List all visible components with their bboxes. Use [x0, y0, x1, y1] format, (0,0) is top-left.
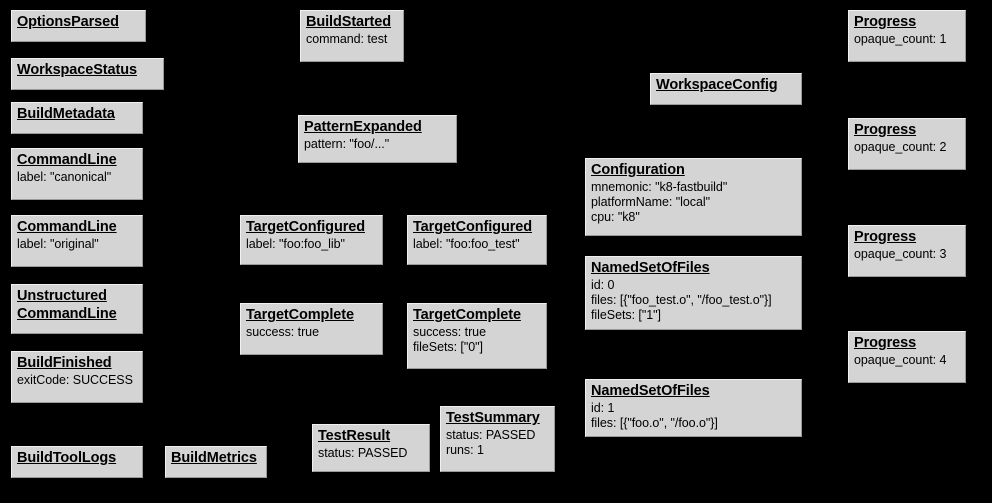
node-field: runs: 1: [446, 442, 484, 457]
node-title: WorkspaceConfig: [656, 77, 778, 93]
node-title: Progress: [854, 335, 917, 351]
node-field: status: PASSED: [446, 427, 536, 442]
node-title: BuildFinished: [17, 355, 112, 371]
node-field: fileSets: ["0"]: [413, 339, 483, 354]
node-field: pattern: "foo/...": [304, 136, 390, 151]
node-title: BuildStarted: [306, 14, 392, 30]
node-title: TestSummary: [446, 410, 540, 426]
node-title: Progress: [854, 14, 917, 30]
node-title: TargetConfigured: [246, 219, 365, 235]
node-field: opaque_count: 4: [854, 352, 947, 367]
node-unstructured-command-line[interactable]: Unstructured CommandLine: [11, 284, 143, 334]
node-field: label: "original": [17, 236, 99, 251]
node-field: command: test: [306, 31, 388, 46]
node-field: platformName: "local": [591, 194, 710, 209]
node-field: cpu: "k8": [591, 210, 640, 225]
node-field: label: "canonical": [17, 169, 112, 184]
node-field: exitCode: SUCCESS: [17, 372, 133, 387]
node-title: Configuration: [591, 162, 685, 178]
node-build-metadata[interactable]: BuildMetadata: [11, 102, 143, 134]
node-title: BuildMetrics: [171, 450, 257, 466]
node-title: OptionsParsed: [17, 14, 119, 30]
node-title: CommandLine: [17, 219, 117, 235]
node-title: PatternExpanded: [304, 119, 422, 135]
node-field: label: "foo:foo_test": [413, 236, 520, 251]
node-title: BuildToolLogs: [17, 450, 117, 466]
node-field: opaque_count: 1: [854, 31, 947, 46]
node-workspace-status[interactable]: WorkspaceStatus: [11, 58, 164, 90]
node-title: CommandLine: [17, 152, 117, 168]
node-title: TargetComplete: [246, 307, 354, 323]
node-title: NamedSetOfFiles: [591, 383, 710, 399]
node-field: status: PASSED: [318, 445, 408, 460]
node-title: TargetComplete: [413, 307, 521, 323]
node-title: TestResult: [318, 428, 391, 444]
node-field: label: "foo:foo_lib": [246, 236, 345, 251]
node-build-tool-logs[interactable]: BuildToolLogs: [11, 446, 143, 478]
node-field: files: [{"foo_test.o", "/foo_test.o"}]: [591, 292, 772, 307]
node-field: opaque_count: 2: [854, 139, 947, 154]
node-field: opaque_count: 3: [854, 246, 947, 261]
node-field: id: 1: [591, 400, 615, 415]
node-title: TargetConfigured: [413, 219, 532, 235]
node-field: id: 0: [591, 277, 615, 292]
node-options-parsed[interactable]: OptionsParsed: [11, 10, 146, 42]
node-title: NamedSetOfFiles: [591, 260, 710, 276]
node-title: WorkspaceStatus: [17, 62, 137, 78]
node-field: files: [{"foo.o", "/foo.o"}]: [591, 415, 718, 430]
node-build-metrics[interactable]: BuildMetrics: [165, 446, 267, 478]
node-title: Progress: [854, 122, 917, 138]
node-title: BuildMetadata: [17, 106, 115, 122]
node-workspace-config[interactable]: WorkspaceConfig: [650, 73, 802, 105]
node-field: mnemonic: "k8-fastbuild": [591, 179, 728, 194]
node-title: Progress: [854, 229, 917, 245]
node-field: success: true: [413, 324, 486, 339]
node-title: Unstructured CommandLine: [17, 288, 117, 322]
node-field: fileSets: ["1"]: [591, 308, 661, 323]
node-field: success: true: [246, 324, 319, 339]
